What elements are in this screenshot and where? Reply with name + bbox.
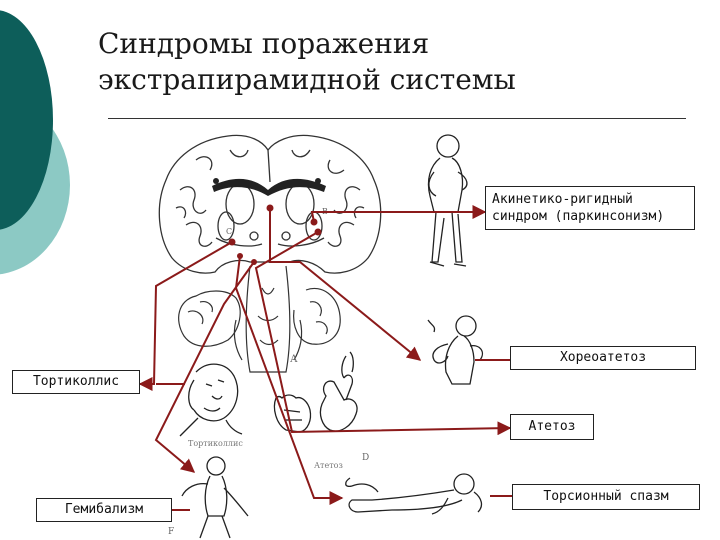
hemiballism-figure [181,456,249,539]
arrow-hemiballism [154,261,255,473]
letter-c: С [226,227,232,236]
athetosis-caption: Атетоз [314,461,343,470]
label-athetosis: Атетоз [510,414,594,440]
title-line-2: экстрапирамидной системы [98,63,516,96]
page-title: Синдромы поражения экстрапирамидной сист… [98,26,516,98]
label-choreoathetosis: Хореоатетоз [510,346,696,370]
corpus-callosum [212,178,326,196]
letter-a: А [290,354,298,365]
choreoathetosis-figure [427,315,484,385]
title-divider [108,118,686,119]
brain-section [158,134,382,274]
teal-dark-circle [0,10,53,230]
label-torticollis: Тортиколлис [12,370,140,394]
letter-f: F [168,527,174,537]
parkinson-figure [427,134,468,267]
arrow-torti [138,241,233,391]
label-akinetic-rigid: Акинетико-ригидный синдром (паркинсонизм… [485,186,695,230]
torsion-spasm-figure [345,473,483,515]
athetosis-hands [273,351,358,433]
torticollis-figure [179,363,243,437]
label-hemiballism: Гемибализм [36,498,172,522]
arrow-athetosis [254,231,512,436]
title-line-1: Синдромы поражения [98,27,430,60]
brain-outline [158,134,382,274]
label-torsion-spasm: Торсионный спазм [512,484,700,510]
arrow-choreo [269,208,422,361]
arrows [138,205,512,511]
arrow-torsion [234,255,344,505]
arrow-nodes [228,204,322,265]
torticollis-caption: Тортиколлис [188,439,243,448]
letter-d: D [362,453,369,463]
